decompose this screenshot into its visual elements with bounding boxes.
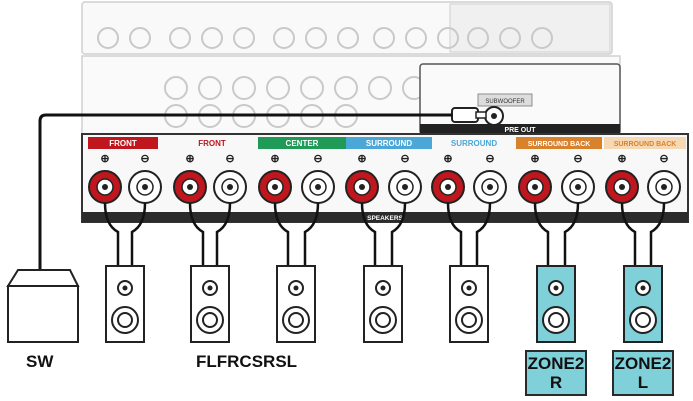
post-surround-left-minus[interactable]	[388, 170, 422, 204]
svg-text:⊖: ⊖	[485, 153, 494, 165]
header-surround-back-right: SURROUND BACK	[614, 141, 677, 148]
subwoofer-cable	[38, 107, 487, 270]
svg-text:⊕: ⊕	[100, 153, 109, 165]
binding-posts	[88, 170, 681, 204]
header-surround-right: SURROUND	[451, 139, 497, 148]
zone2-right-line2: R	[549, 373, 563, 392]
svg-text:⊖: ⊖	[573, 153, 582, 165]
subwoofer-label: SUBWOOFER	[485, 99, 525, 105]
svg-text:⊕: ⊕	[617, 153, 626, 165]
post-surround-back-left-plus[interactable]	[518, 170, 552, 204]
pre-out-label: PRE OUT	[504, 127, 536, 134]
speaker-zone2-left	[623, 265, 663, 343]
svg-text:⊖: ⊖	[225, 153, 234, 165]
speaker-center	[276, 265, 316, 343]
speakers-label: SPEAKERS	[367, 215, 403, 222]
label-sw: SW	[26, 352, 54, 371]
label-front-group: FLFRCSRSL	[196, 352, 298, 371]
svg-text:⊕: ⊕	[357, 153, 366, 165]
post-center-plus[interactable]	[258, 170, 292, 204]
svg-text:⊖: ⊖	[313, 153, 322, 165]
post-surround-left-plus[interactable]	[345, 170, 379, 204]
speaker-front-left	[105, 265, 145, 343]
header-front-right: FRONT	[198, 139, 226, 148]
svg-text:⊖: ⊖	[140, 153, 149, 165]
speaker-surround-right	[363, 265, 403, 343]
zone2-left-line2: L	[637, 373, 649, 392]
post-surround-right-minus[interactable]	[473, 170, 507, 204]
zone2-right-line1: ZONE2	[527, 354, 585, 373]
svg-text:⊕: ⊕	[270, 153, 279, 165]
post-surround-back-right-minus[interactable]	[647, 170, 681, 204]
svg-text:⊖: ⊖	[659, 153, 668, 165]
svg-text:⊕: ⊕	[185, 153, 194, 165]
header-front-left: FRONT	[109, 139, 137, 148]
label-zone2-left: ZONE2 L	[612, 350, 674, 396]
speaker-zone2-right	[536, 265, 576, 343]
zone2-left-line1: ZONE2	[614, 354, 672, 373]
speaker-wires	[103, 202, 666, 266]
label-zone2-right: ZONE2 R	[525, 350, 587, 396]
upper-jacks	[97, 27, 553, 49]
post-front-left-plus[interactable]	[88, 170, 122, 204]
svg-text:⊖: ⊖	[400, 153, 409, 165]
speaker-terminal-panel: SPEAKERS FRONT FRONT CENTER SURROUND SUR…	[81, 133, 689, 223]
terminal-headers: FRONT FRONT CENTER SURROUND SURROUND SUR…	[88, 137, 686, 149]
post-surround-right-plus[interactable]	[431, 170, 465, 204]
post-front-right-plus[interactable]	[173, 170, 207, 204]
post-surround-back-left-minus[interactable]	[561, 170, 595, 204]
polarity-markers: ⊕ ⊖ ⊕ ⊖ ⊕ ⊖ ⊕ ⊖ ⊕ ⊖ ⊕ ⊖ ⊕ ⊖	[100, 153, 668, 165]
speaker-front-right	[190, 265, 230, 343]
pre-out-section: SUBWOOFER PRE OUT	[419, 63, 621, 135]
header-surround-back-left: SURROUND BACK	[528, 141, 591, 148]
svg-text:⊕: ⊕	[530, 153, 539, 165]
header-center: CENTER	[286, 139, 319, 148]
header-surround-left: SURROUND	[366, 139, 412, 148]
post-front-right-minus[interactable]	[213, 170, 247, 204]
post-front-left-minus[interactable]	[128, 170, 162, 204]
svg-text:⊕: ⊕	[443, 153, 452, 165]
speaker-surround-left	[449, 265, 489, 343]
subwoofer-speaker	[6, 269, 80, 343]
post-center-minus[interactable]	[301, 170, 335, 204]
post-surround-back-right-plus[interactable]	[605, 170, 639, 204]
